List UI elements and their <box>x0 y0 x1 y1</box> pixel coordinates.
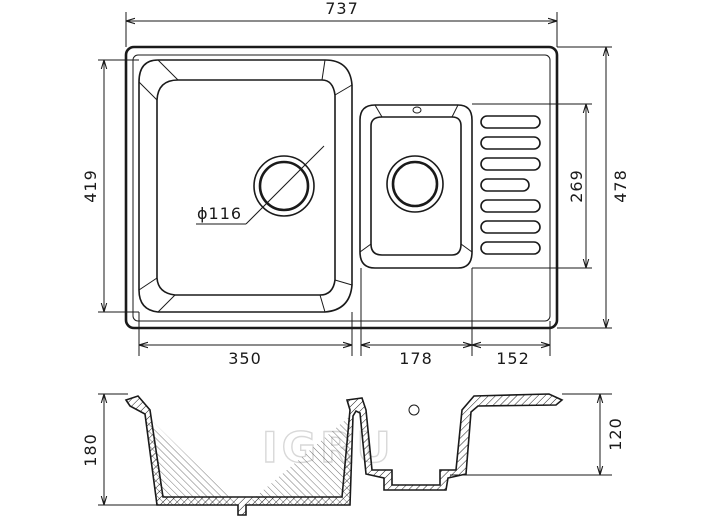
overflow-hole <box>412 106 422 114</box>
small-drain-outer <box>386 155 444 213</box>
small-bowl <box>359 104 473 269</box>
sink-outline <box>124 45 559 330</box>
section-view: IGRU 180 120 <box>81 393 625 516</box>
dim-small-bowl-depth: 269 <box>567 169 586 203</box>
dim-drain-diameter: ϕ116 <box>197 204 242 223</box>
dim-main-bowl-width: 350 <box>228 349 262 368</box>
top-view: 737 419 269 478 350 178 152 ϕ116 <box>81 0 630 368</box>
main-drain-outer <box>253 155 315 217</box>
dim-section-small-height: 120 <box>606 417 625 451</box>
main-drain-inner <box>258 160 310 212</box>
dim-drainer-width: 152 <box>496 349 530 368</box>
dim-section-main-height: 180 <box>81 433 100 467</box>
dim-overall-width: 737 <box>325 0 359 18</box>
dim-main-bowl-depth: 419 <box>81 169 100 203</box>
dim-overall-depth: 478 <box>611 169 630 203</box>
dim-small-bowl-width: 178 <box>399 349 433 368</box>
main-bowl <box>138 59 353 313</box>
small-drain-inner <box>391 160 439 208</box>
section-overflow-hole <box>408 404 420 416</box>
sink-inner-rim <box>132 54 551 322</box>
drainer-ribs <box>480 115 541 255</box>
